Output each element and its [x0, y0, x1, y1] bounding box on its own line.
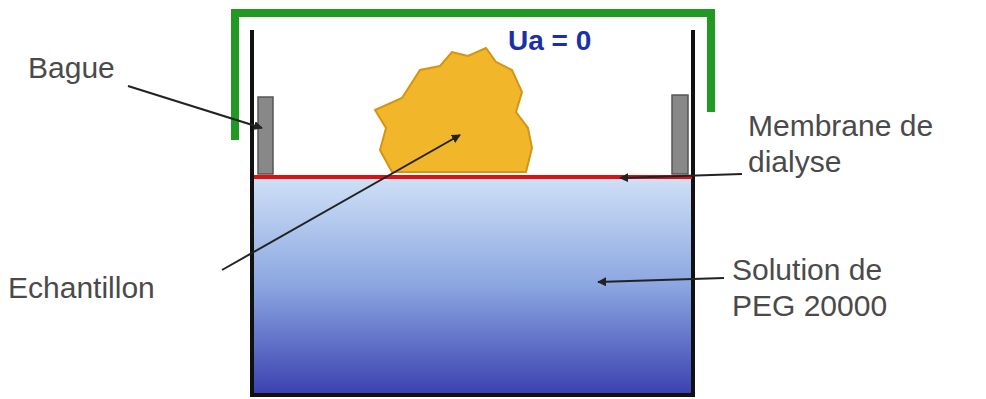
part-name: Echantillon	[8, 270, 218, 306]
suction-value: Ua = 0	[508, 24, 668, 58]
ring	[672, 95, 688, 174]
leader-line	[620, 174, 742, 178]
lid	[235, 13, 711, 140]
part-name: Solution de PEG 20000	[732, 252, 952, 324]
ring	[258, 97, 273, 174]
sample	[375, 48, 532, 172]
peg-solution	[252, 178, 693, 395]
part-name: Bague	[28, 50, 178, 86]
leader-line	[128, 86, 262, 128]
container-wall	[252, 30, 693, 395]
leader-line	[598, 278, 724, 282]
leader-line	[222, 135, 460, 270]
part-name: Membrane de dialyse	[748, 108, 968, 180]
